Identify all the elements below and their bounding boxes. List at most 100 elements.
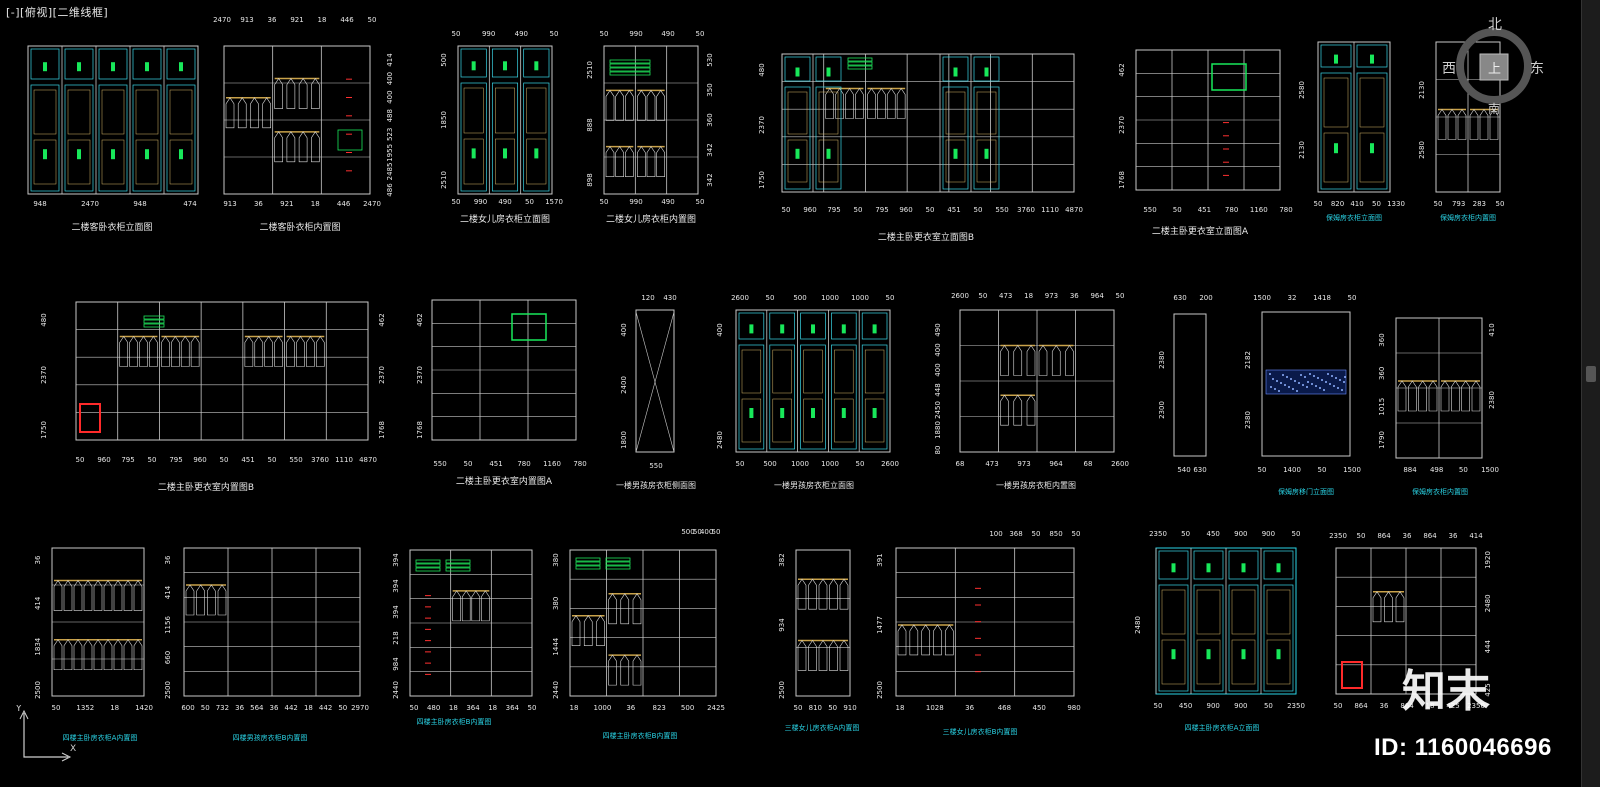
glass-speckle	[1313, 375, 1315, 377]
dimension-label: 795	[827, 206, 840, 214]
dimension-label: 990	[629, 198, 642, 206]
glass-speckle	[1337, 387, 1339, 389]
dimension-label: 2480	[1134, 616, 1142, 634]
dimension-label: 50	[736, 460, 745, 468]
compass-south[interactable]: 南	[1488, 102, 1501, 116]
dimension-label: 50	[1258, 466, 1267, 474]
dimension-label: 414	[164, 585, 172, 599]
dimension-label: 350	[706, 83, 714, 96]
hanging-garment-icon	[262, 97, 271, 129]
door-inset	[1323, 132, 1349, 183]
hanging-garment-icon	[637, 89, 646, 121]
hanging-garment-icon	[656, 89, 665, 121]
interior-third-floor-daughter-a: 三楼女儿房衣柜A内置图	[785, 549, 859, 732]
interior-shelving	[1436, 42, 1500, 192]
compass-east[interactable]: 东	[1530, 61, 1544, 77]
dimension-label: 2600	[1111, 460, 1129, 468]
door-inset	[101, 89, 125, 135]
dimension-label: 18	[304, 704, 313, 712]
dimension-label: 990	[482, 30, 495, 38]
dimension-label: 444	[1484, 639, 1492, 653]
dimension-label: 50	[696, 30, 705, 38]
interior-shelving	[76, 302, 368, 440]
door-inset	[1231, 639, 1256, 685]
door-panel-top	[861, 312, 888, 340]
caption: 二楼主卧更衣室立面图B	[878, 231, 974, 243]
door-inset	[1231, 589, 1256, 635]
caption: 二楼主卧更衣室内置图B	[158, 481, 254, 493]
caption: 二楼客卧衣柜立面图	[71, 221, 152, 233]
dimension-label: 18	[318, 16, 327, 24]
viewport-controls-label[interactable]: [-][俯视][二维线框]	[6, 6, 109, 19]
door-handle-icon	[872, 408, 877, 418]
dimension-label: 50	[1032, 530, 1041, 538]
dimension-label: 400	[700, 528, 713, 536]
hanging-garment-icon	[632, 593, 642, 625]
hanging-garment-icon	[1469, 108, 1479, 140]
dimension-label: 1110	[335, 456, 353, 464]
caption: 保姆房衣柜内置图	[1412, 487, 1468, 496]
vertical-scrollbar[interactable]	[1581, 0, 1600, 787]
door-inset	[976, 139, 997, 183]
interior-third-floor-daughter-b: 三楼女儿房衣柜B内置图	[895, 547, 1075, 736]
glass-speckle	[1282, 374, 1284, 376]
dimension-label: 888	[586, 118, 594, 131]
glass-speckle	[1276, 380, 1278, 382]
dimension-label: 2470	[81, 200, 99, 208]
dimension-label: 1768	[416, 421, 424, 439]
dimension-label: 1156	[164, 616, 172, 634]
dimension-label: 50	[978, 292, 987, 300]
viewcube-compass[interactable]: 北 南 西 东 上	[1442, 14, 1546, 116]
hanging-garment-icon	[839, 639, 849, 671]
hanging-garment-icon	[298, 131, 308, 163]
caption: 保姆房衣柜内置图	[1440, 213, 1496, 222]
door-inset	[1196, 639, 1221, 685]
dimension-label: 414	[386, 53, 394, 67]
door-inset	[818, 91, 839, 135]
interior-shelving	[896, 548, 1074, 696]
viewcube-top-face[interactable]: 上	[1488, 62, 1502, 77]
dimension-label: 50	[452, 198, 461, 206]
dimension-label: 1000	[821, 460, 839, 468]
dimension-label: 2370	[40, 366, 48, 384]
dimension-label: 400	[716, 323, 724, 336]
dimension-label: 913	[240, 16, 253, 24]
dimension-label: 50	[1348, 294, 1357, 302]
dimension-label: 50	[693, 528, 702, 536]
hanging-garment-icon	[646, 146, 656, 177]
scrollbar-thumb[interactable]	[1586, 366, 1596, 382]
dimension-label: 1768	[378, 421, 386, 439]
folded-clothes-icon	[605, 565, 631, 570]
dimension-label: 360	[1378, 367, 1386, 380]
compass-north[interactable]: 北	[1488, 17, 1502, 33]
dimension-label: 732	[216, 704, 229, 712]
dimension-label: 2440	[392, 681, 400, 699]
dimension-label: 68	[956, 460, 965, 468]
glass-speckle	[1290, 378, 1292, 380]
hanging-garment-icon	[625, 146, 634, 177]
glass-speckle	[1306, 386, 1308, 388]
door-panel-bottom	[1158, 584, 1189, 692]
side-boy-room-wardrobe: 一楼男孩房衣柜侧面图	[616, 309, 696, 490]
dimension-label: 50	[1072, 530, 1081, 538]
dimension-label: 4870	[359, 456, 377, 464]
hanging-garment-icon	[185, 584, 195, 616]
hanging-garment-icon	[825, 87, 835, 119]
dimension-label: 864	[1423, 532, 1437, 540]
dimension-label: 50	[220, 456, 229, 464]
glass-speckle	[1331, 375, 1333, 377]
compass-west[interactable]: 西	[1442, 61, 1456, 77]
hanging-garment-icon	[481, 590, 490, 622]
dimension-label: 2440	[552, 681, 560, 699]
hanging-garment-icon	[921, 624, 930, 656]
hanging-garment-icon	[632, 654, 642, 686]
door-inset	[741, 349, 762, 394]
glass-speckle	[1321, 379, 1323, 381]
safe-box	[79, 403, 101, 433]
dimension-label: 3760	[1017, 206, 1035, 214]
dimension-label: 1834	[34, 637, 42, 655]
dimension-label: 450	[1207, 530, 1220, 538]
dimension-label: 32	[1288, 294, 1297, 302]
